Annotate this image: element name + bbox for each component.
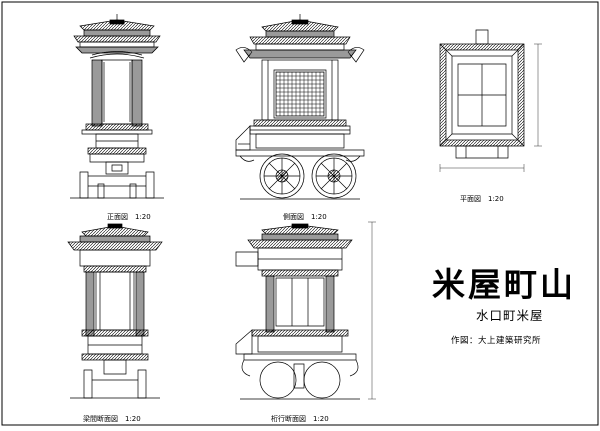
side-elevation xyxy=(236,14,364,199)
drawing-credit: 作図：大上建築研究所 xyxy=(451,336,542,346)
sheet-border xyxy=(2,2,598,425)
drawing-subtitle: 水口町米屋 xyxy=(476,308,544,323)
plan-view xyxy=(440,30,542,172)
side-elevation-caption: 側面図 1:20 xyxy=(283,212,327,221)
front-elevation-caption: 正面図 1:20 xyxy=(107,213,151,221)
front-elevation xyxy=(70,14,164,198)
girder-section-caption: 桁行断面図 1:20 xyxy=(271,414,329,423)
girder-section xyxy=(236,222,376,399)
plan-view-caption: 平面図 1:20 xyxy=(460,195,504,203)
drawing-title: 米屋町山 xyxy=(432,265,576,304)
beam-section-caption: 梁間断面図 1:20 xyxy=(83,414,141,423)
beam-section xyxy=(68,224,162,398)
